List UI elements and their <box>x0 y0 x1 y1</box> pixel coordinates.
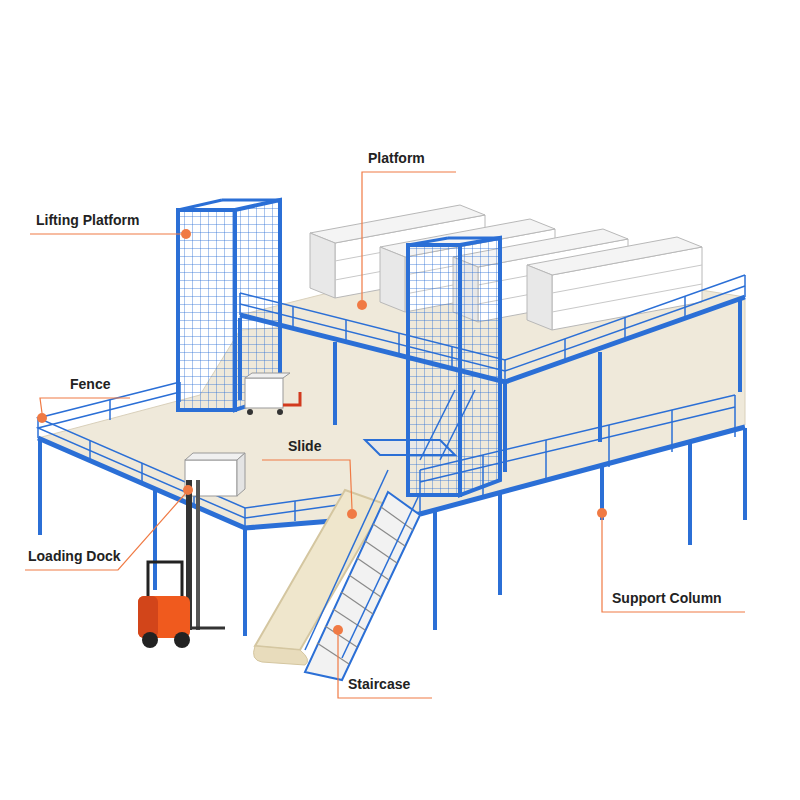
part-label: Lifting Platform <box>36 212 139 229</box>
lifting-cage <box>365 238 500 495</box>
part-label: Slide <box>288 438 321 455</box>
part-label: Support Column <box>612 590 722 607</box>
part-label: Platform <box>368 150 425 167</box>
cart <box>245 373 300 415</box>
callout-dots <box>37 229 607 635</box>
loading-dock <box>185 453 245 496</box>
leader-lines <box>25 172 745 698</box>
staircase <box>305 470 420 680</box>
part-label: Fence <box>70 376 110 393</box>
part-label: Loading Dock <box>28 548 121 565</box>
part-label: Staircase <box>348 676 410 693</box>
forklift <box>138 480 225 648</box>
